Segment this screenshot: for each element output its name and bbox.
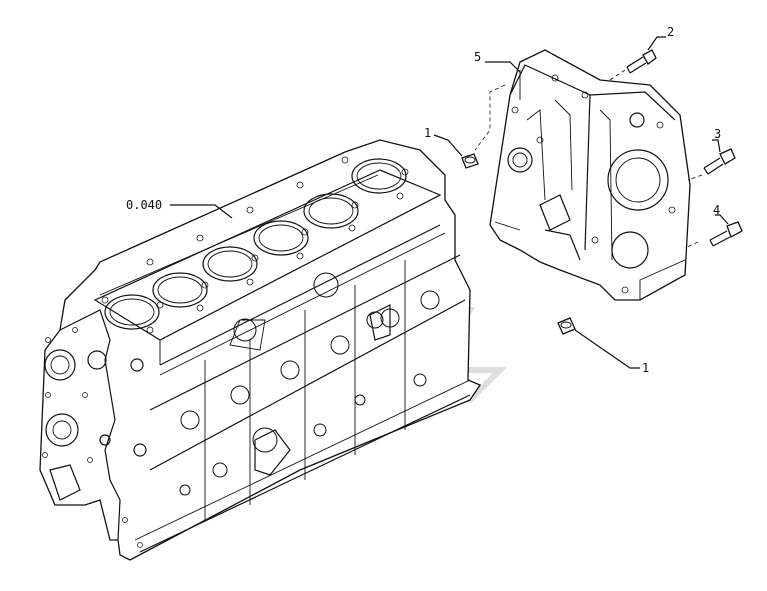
- callout-upper-plug: 1: [424, 126, 431, 140]
- bolt-upper: [626, 49, 657, 74]
- callout-lower-plug: 1: [642, 361, 649, 375]
- callout-right-bolt-lower: 4: [713, 203, 720, 217]
- bolt-right-lower: [709, 221, 743, 247]
- engine-block: [39, 139, 481, 561]
- callout-engine-block: 0.040: [126, 198, 162, 212]
- callout-right-bolt-upper: 3: [714, 127, 721, 141]
- cylinder-bores: [104, 158, 407, 330]
- leader-lines: [170, 36, 729, 369]
- plug-lower: [557, 317, 576, 335]
- callout-front-plate: 5: [474, 50, 481, 64]
- front-plate: [489, 49, 691, 301]
- callout-labels: 0.040 5 2 1 3 4 1: [126, 25, 721, 375]
- bolt-right-upper: [703, 148, 736, 175]
- plug-upper: [461, 153, 479, 169]
- head-bolt-holes: [101, 156, 409, 334]
- callout-upper-bolt: 2: [667, 25, 674, 39]
